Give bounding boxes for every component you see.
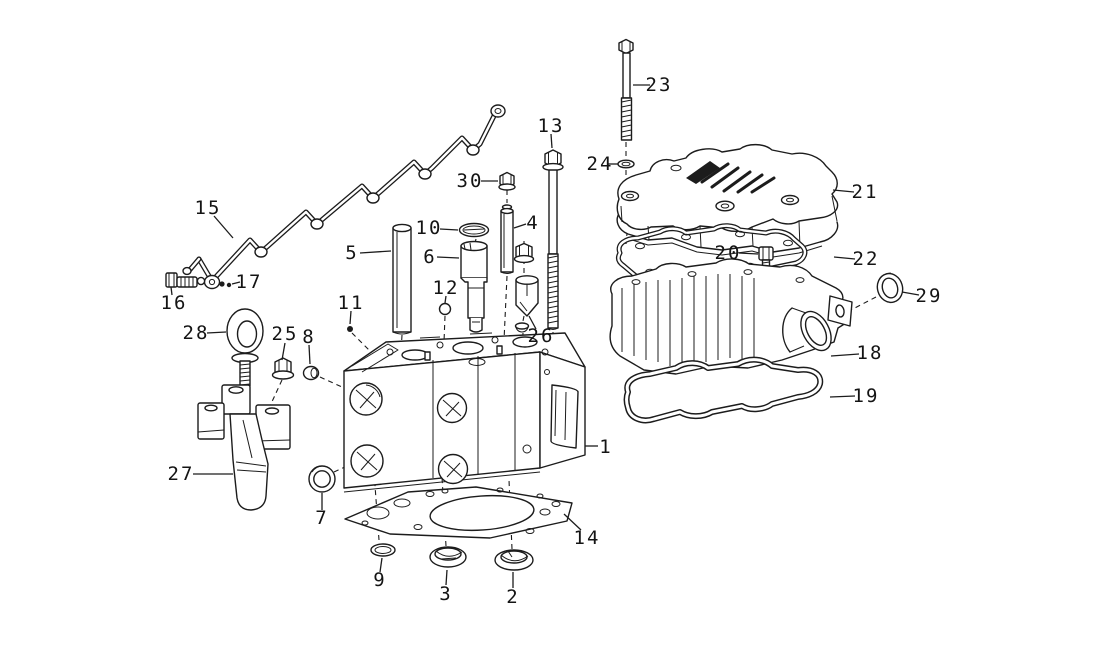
part-13-head-bolt: [542, 149, 564, 330]
callout-4: 4: [526, 212, 539, 234]
callout-8: 8: [302, 326, 315, 348]
part-7-seal-ring: [308, 465, 336, 493]
callout-3: 3: [439, 583, 452, 605]
callout-5: 5: [345, 242, 358, 264]
part-18-lower-housing: [609, 258, 853, 375]
callout-1: 1: [599, 436, 612, 458]
callout-27: 27: [168, 463, 195, 485]
callout-29: 29: [916, 285, 943, 307]
callout-25: 25: [272, 323, 299, 345]
callout-26: 26: [528, 325, 555, 347]
callout-18: 18: [857, 342, 884, 364]
callout-23: 23: [646, 74, 673, 96]
callout-17: 17: [236, 271, 263, 293]
part-1-cylinder-head: [343, 332, 586, 493]
part-5-tube: [392, 223, 412, 335]
part-9-o-ring: [370, 543, 396, 557]
callout-12: 12: [433, 277, 460, 299]
callout-30: 30: [457, 170, 484, 192]
clamp-stack-nut: [513, 242, 535, 264]
callout-7: 7: [315, 507, 328, 529]
part-3-seal: [429, 546, 467, 568]
callout-13: 13: [538, 115, 565, 137]
part-12-steel-ball: [438, 302, 452, 316]
callout-9: 9: [373, 569, 386, 591]
callouts: 1 2 3 4 5 6 7 8 9 10 11 12 13 14 15 16 1…: [161, 74, 943, 608]
part-23-cover-bolt: [618, 38, 634, 141]
part-6-injector-sleeve: [460, 240, 488, 333]
part-11-steel-ball: [347, 326, 353, 332]
part-15-fuel-pipe-assembly: [182, 104, 506, 290]
part-21-valve-cover: [616, 143, 839, 258]
callout-2: 2: [506, 586, 519, 608]
part-2-seal: [494, 549, 534, 571]
callout-14: 14: [574, 527, 601, 549]
callout-20: 20: [715, 242, 742, 264]
leader-lines: [170, 84, 920, 588]
part-24-washer: [617, 159, 635, 169]
part-4-guide-tube: [500, 204, 514, 274]
part-27-bracket: [197, 384, 291, 511]
part-8-cup-plug: [302, 365, 320, 381]
part-16-hollow-bolt: [165, 272, 198, 288]
part-25-flange-nut: [271, 357, 295, 380]
callout-6: 6: [423, 246, 436, 268]
callout-24: 24: [587, 153, 614, 175]
callout-15: 15: [195, 197, 222, 219]
callout-11: 11: [338, 292, 365, 314]
part-19-housing-gasket: [623, 356, 824, 424]
callout-19: 19: [853, 385, 880, 407]
callout-10: 10: [416, 217, 443, 239]
part-29-seal-ring: [876, 272, 904, 304]
part-10-o-ring: [458, 222, 490, 238]
part-26-tappet: [514, 275, 539, 333]
callout-22: 22: [853, 248, 880, 270]
callout-28: 28: [183, 322, 210, 344]
callout-16: 16: [161, 292, 188, 314]
callout-21: 21: [852, 181, 879, 203]
part-28-lifting-eye-bolt: [226, 308, 264, 387]
part-17-sealing-washers: [196, 276, 232, 288]
part-14-head-gasket: [344, 486, 573, 539]
part-30-flange-nut: [498, 171, 516, 191]
